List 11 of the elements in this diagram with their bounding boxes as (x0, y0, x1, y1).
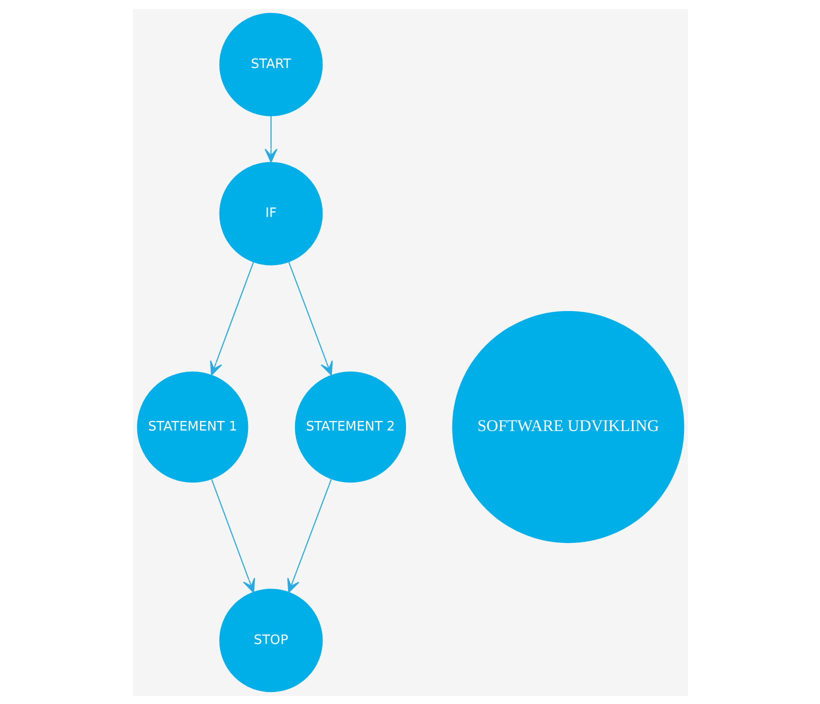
node-circle: START (218, 12, 322, 116)
arrow (210, 261, 254, 376)
node-circle: STATEMENT 1 (136, 370, 248, 482)
arrow (210, 478, 255, 592)
node-circle: IF (218, 161, 322, 265)
arrow (288, 261, 332, 376)
node-circle: STATEMENT 2 (294, 370, 406, 482)
arrow (286, 478, 332, 592)
node-circle: STOP (218, 588, 322, 692)
node-circle: SOFTWARE UDVIKLING (452, 310, 684, 543)
arrow (264, 115, 277, 162)
